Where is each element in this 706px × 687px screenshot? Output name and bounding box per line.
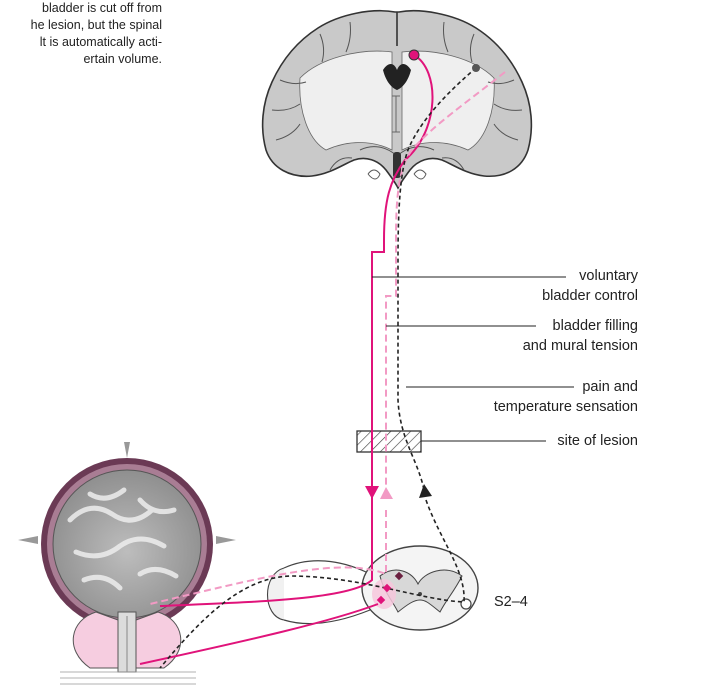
intro-line: ertain volume. <box>83 52 162 66</box>
voluntary-control-label: voluntary bladder control <box>542 266 638 306</box>
spinal-cord-segment <box>266 545 479 631</box>
pain-arrowhead <box>419 484 432 498</box>
urinary-bladder <box>18 442 236 685</box>
intro-line: he lesion, but the spinal <box>30 18 162 32</box>
brain-coronal-section <box>261 9 533 190</box>
lesion-site-box <box>356 430 422 453</box>
leader-lines <box>372 276 574 442</box>
label-line: and mural tension <box>522 338 638 354</box>
intro-text: bladder is cut off from he lesion, but t… <box>0 0 162 68</box>
voluntary-arrowhead <box>365 486 379 499</box>
lesion-label: site of lesion <box>557 431 638 451</box>
bladder-filling-label: bladder filling and mural tension <box>523 316 638 356</box>
label-line: bladder filling <box>552 318 638 334</box>
sensory-cortex-node <box>472 64 480 72</box>
intro-line: lt is automatically acti- <box>39 35 162 49</box>
filling-arrowhead <box>380 487 393 499</box>
synapse-markers <box>376 571 404 605</box>
voluntary-efferent-pathway <box>159 492 373 607</box>
motor-cortex-node <box>408 49 420 61</box>
label-line: bladder control <box>542 288 638 304</box>
label-line: site of lesion <box>557 433 638 449</box>
intro-line: bladder is cut off from <box>42 1 162 15</box>
label-line: pain and <box>582 379 638 395</box>
pain-temperature-label: pain and temperature sensation <box>494 377 638 417</box>
label-line: voluntary <box>579 268 638 284</box>
pain-temperature-afferent <box>159 499 465 669</box>
spinal-segment-label: S2–4 <box>494 594 528 610</box>
label-line: temperature sensation <box>493 399 638 415</box>
sphincter-efferent-pathway <box>139 603 379 665</box>
bladder-filling-pathway <box>385 71 506 498</box>
